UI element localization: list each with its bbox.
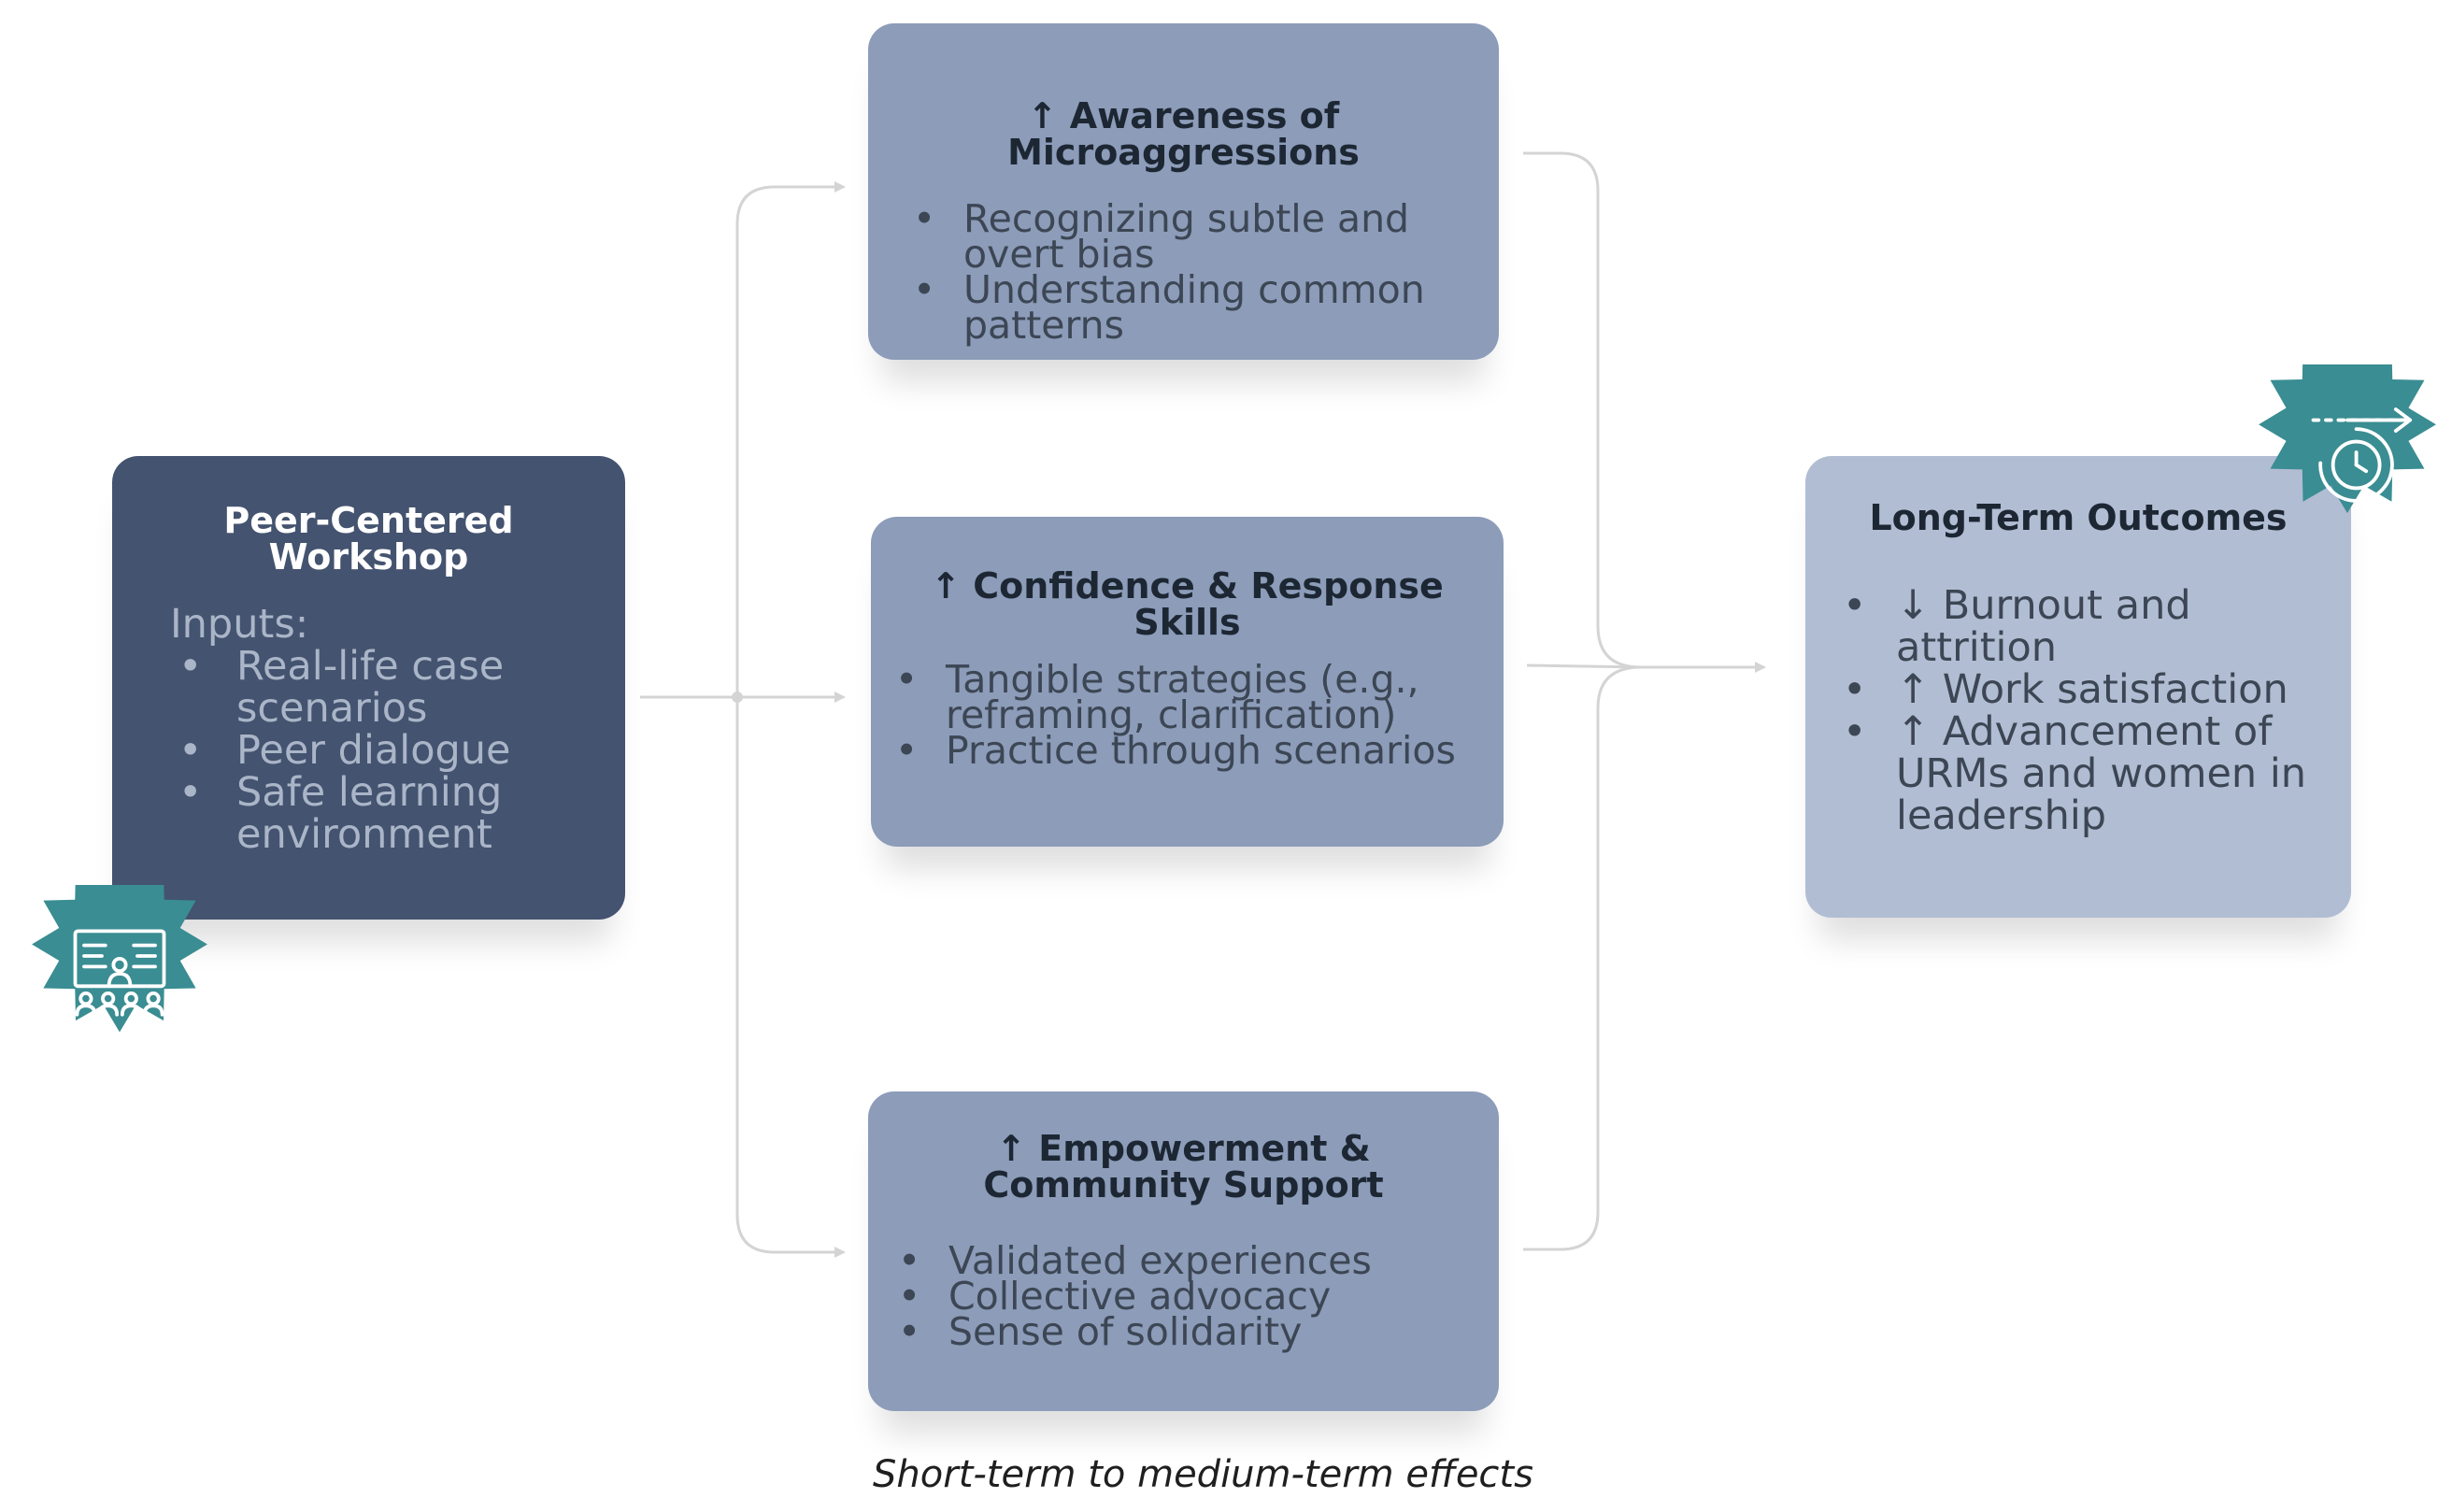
list-item: Recognizing subtle and overt bias: [913, 200, 1487, 274]
arrow-to-awareness: [735, 181, 846, 697]
list-item: Practice through scenarios: [895, 732, 1497, 770]
list-item: Real-life case scenarios: [178, 646, 625, 730]
list-item: ↓ Burnout and attrition: [1843, 585, 2335, 669]
workshop-inputs-list: Real-life case scenarios Peer dialogue S…: [178, 646, 625, 856]
confidence-title-line2: Skills: [1133, 602, 1241, 643]
empowerment-title: ↑ Empowerment & Community Support: [868, 1131, 1499, 1204]
presentation-audience-icon: [32, 885, 207, 1033]
awareness-list: Recognizing subtle and overt bias Unders…: [913, 200, 1487, 345]
list-item: Understanding common patterns: [913, 271, 1487, 345]
empowerment-box: ↑ Empowerment & Community Support Valida…: [868, 1091, 1499, 1411]
awareness-title-line2: Microaggressions: [1007, 132, 1360, 173]
arrow-to-empowerment: [735, 697, 846, 1258]
outcomes-title: Long-Term Outcomes: [1869, 497, 2288, 538]
confidence-box: ↑ Confidence & Response Skills Tangible …: [871, 517, 1504, 847]
empowerment-title-line1: ↑ Empowerment &: [996, 1128, 1371, 1169]
list-item: Safe learning environment: [178, 772, 625, 856]
list-item: ↑ Work satisfaction: [1843, 669, 2335, 712]
list-item: Tangible strategies (e.g., reframing, cl…: [895, 661, 1497, 735]
merge-from-confidence: [1526, 663, 1642, 669]
outcomes-list: ↓ Burnout and attrition ↑ Work satisfact…: [1843, 585, 2335, 837]
awareness-box: ↑ Awareness of Microaggressions Recogniz…: [868, 23, 1499, 360]
workshop-title: Peer-Centered Workshop: [112, 503, 625, 576]
empowerment-list: Validated experiences Collective advocac…: [898, 1242, 1472, 1351]
confidence-title: ↑ Confidence & Response Skills: [871, 568, 1504, 641]
list-item: Sense of solidarity: [898, 1313, 1472, 1351]
awareness-title-line1: ↑ Awareness of: [1027, 95, 1340, 136]
workshop-box: Peer-Centered Workshop Inputs: Real-life…: [112, 456, 625, 920]
confidence-title-line1: ↑ Confidence & Response: [931, 565, 1444, 606]
merge-from-empowerment: [1523, 665, 1642, 1251]
badge-starburst: [2259, 364, 2436, 514]
long-term-outcomes-box: Long-Term Outcomes ↓ Burnout and attriti…: [1805, 456, 2351, 918]
merge-from-awareness: [1523, 151, 1642, 669]
workshop-title-line1: Peer-Centered: [223, 500, 514, 541]
awareness-title: ↑ Awareness of Microaggressions: [868, 98, 1499, 171]
list-item: ↑ Advancement of URMs and women in leade…: [1843, 711, 2335, 837]
empowerment-title-line2: Community Support: [983, 1164, 1384, 1205]
confidence-list: Tangible strategies (e.g., reframing, cl…: [895, 661, 1497, 770]
workshop-title-line2: Workshop: [268, 536, 469, 578]
workshop-inputs-label: Inputs:: [170, 601, 309, 648]
diagram-caption: Short-term to medium-term effects: [873, 1453, 1533, 1496]
timer-arrow-icon: [2259, 364, 2436, 514]
list-item: Peer dialogue: [178, 730, 625, 773]
